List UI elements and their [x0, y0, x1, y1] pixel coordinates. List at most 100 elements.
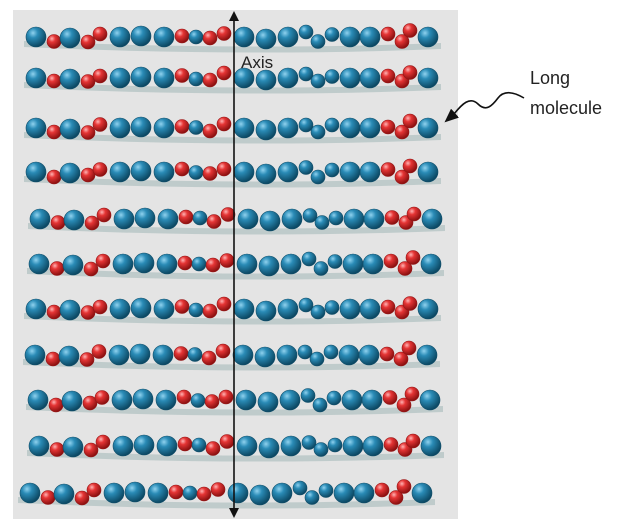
- molecule-chain: [19, 479, 433, 506]
- red-atom: [46, 124, 62, 140]
- red-atom: [80, 305, 96, 320]
- blue-atom: [339, 67, 361, 89]
- red-atom: [396, 479, 412, 494]
- blue-atom: [359, 117, 381, 139]
- blue-atom: [133, 434, 155, 456]
- molecule-chain: [25, 158, 439, 185]
- blue-atom: [310, 304, 326, 320]
- red-atom: [202, 303, 218, 319]
- blue-atom: [301, 251, 317, 267]
- blue-atom: [28, 435, 50, 457]
- red-atom: [380, 119, 396, 135]
- blue-atom: [191, 256, 207, 272]
- molecule-rows: [18, 23, 445, 509]
- red-atom: [178, 209, 194, 225]
- blue-atom: [157, 208, 179, 230]
- blue-atom: [314, 215, 330, 230]
- red-atom: [40, 490, 56, 505]
- blue-atom: [153, 67, 175, 89]
- blue-atom: [258, 437, 280, 459]
- callout-label-line2: molecule: [530, 98, 602, 118]
- red-atom: [394, 124, 410, 140]
- red-atom: [45, 351, 61, 367]
- blue-atom: [255, 69, 277, 91]
- red-atom: [401, 340, 417, 356]
- blue-atom: [29, 208, 51, 230]
- red-atom: [202, 30, 218, 46]
- blue-atom: [28, 253, 50, 275]
- red-atom: [402, 65, 418, 80]
- blue-atom: [417, 298, 439, 320]
- blue-atom: [187, 347, 203, 362]
- blue-atom: [109, 26, 131, 48]
- red-atom: [383, 437, 399, 452]
- blue-atom: [411, 482, 433, 504]
- blue-atom: [313, 261, 329, 276]
- red-atom: [80, 125, 96, 140]
- blue-atom: [339, 298, 361, 320]
- blue-atom: [25, 26, 47, 48]
- blue-atom: [281, 208, 303, 230]
- blue-atom: [417, 26, 439, 48]
- molecule-chain: [28, 433, 442, 459]
- blue-atom: [130, 25, 152, 47]
- blue-atom: [298, 24, 314, 40]
- blue-atom: [147, 482, 169, 504]
- blue-atom: [298, 297, 314, 313]
- red-atom: [84, 215, 100, 231]
- red-atom: [215, 343, 231, 359]
- blue-atom: [312, 397, 328, 413]
- blue-atom: [182, 485, 198, 501]
- molecule-chain: [27, 386, 441, 413]
- blue-atom: [292, 480, 308, 496]
- blue-atom: [124, 481, 146, 503]
- red-atom: [384, 210, 400, 225]
- red-atom: [173, 346, 189, 361]
- red-atom: [80, 74, 96, 89]
- red-atom: [48, 397, 64, 413]
- blue-atom: [227, 482, 249, 504]
- blue-atom: [280, 435, 302, 457]
- red-atom: [92, 117, 108, 132]
- red-atom: [394, 34, 410, 49]
- blue-atom: [109, 67, 131, 89]
- red-atom: [394, 169, 410, 185]
- blue-atom: [257, 391, 279, 413]
- blue-atom: [156, 253, 178, 275]
- red-atom: [396, 397, 412, 413]
- blue-atom: [255, 300, 277, 322]
- blue-atom: [302, 208, 318, 223]
- blue-atom: [130, 297, 152, 319]
- red-atom: [92, 299, 108, 315]
- blue-atom: [109, 117, 131, 139]
- red-atom: [168, 484, 184, 500]
- blue-atom: [309, 351, 325, 367]
- red-atom: [216, 65, 232, 81]
- blue-atom: [359, 26, 381, 48]
- molecule-shadow: [18, 497, 435, 509]
- blue-atom: [328, 210, 344, 226]
- blue-atom: [327, 437, 343, 453]
- blue-atom: [417, 117, 439, 139]
- blue-atom: [420, 253, 442, 275]
- blue-atom: [324, 117, 340, 133]
- red-atom: [216, 161, 232, 177]
- red-atom: [202, 166, 218, 181]
- blue-atom: [298, 160, 314, 175]
- blue-atom: [353, 482, 375, 504]
- red-atom: [79, 352, 95, 367]
- red-atom: [80, 167, 96, 183]
- blue-atom: [362, 435, 384, 457]
- blue-atom: [258, 255, 280, 277]
- blue-atom: [324, 162, 340, 178]
- red-atom: [91, 344, 107, 359]
- blue-atom: [134, 207, 156, 229]
- blue-atom: [362, 253, 384, 275]
- red-atom: [380, 299, 396, 315]
- blue-atom: [313, 442, 329, 457]
- blue-atom: [59, 68, 81, 90]
- blue-atom: [233, 298, 255, 320]
- red-atom: [46, 169, 62, 185]
- red-atom: [405, 433, 421, 449]
- red-atom: [380, 68, 396, 84]
